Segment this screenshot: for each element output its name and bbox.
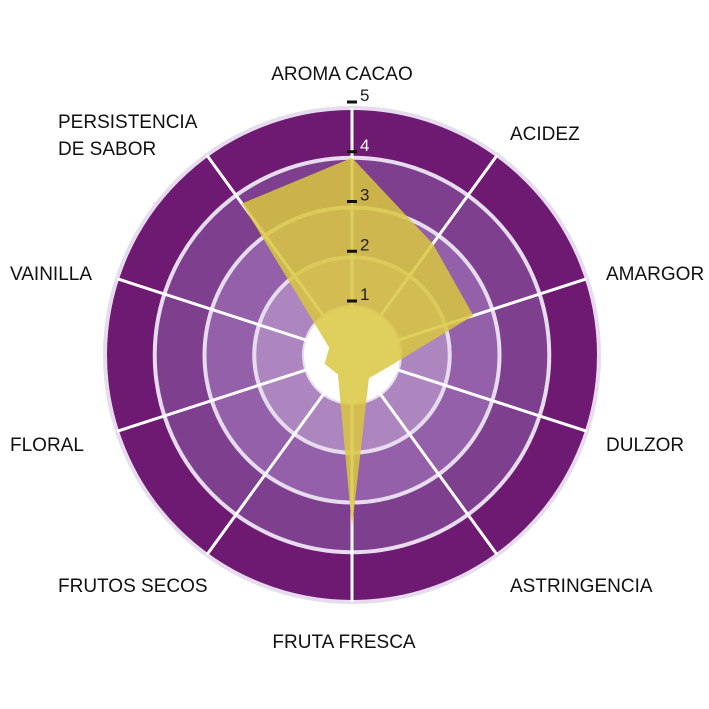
axis-label-line: FRUTA FRESCA	[272, 632, 416, 653]
axis-label: FLORAL	[10, 435, 84, 456]
axis-label-line: DE SABOR	[58, 139, 156, 160]
tick-label: 3	[360, 186, 369, 205]
axis-label: VAINILLA	[10, 264, 92, 285]
tick-label: 5	[360, 86, 369, 105]
radar-series	[241, 157, 474, 528]
radar-axis-labels: AROMA CACAO ACIDEZ AMARGOR DULZOR ASTRINGENC…	[10, 64, 704, 653]
radar-spoke	[351, 353, 588, 433]
radar-ticks: 1 2 3 4 5	[347, 86, 369, 304]
axis-label-line: ACIDEZ	[510, 124, 580, 145]
radar-spoke	[205, 354, 354, 556]
axis-label-line: FLORAL	[10, 435, 84, 456]
axis-label-line: AROMA CACAO	[271, 64, 412, 85]
radar-spoke	[116, 277, 353, 357]
axis-label: ASTRINGENCIA	[510, 576, 653, 597]
axis-label-line: ASTRINGENCIA	[510, 576, 653, 597]
axis-label-line: FRUTOS SECOS	[58, 576, 208, 597]
radar-spoke	[350, 354, 499, 556]
tick-mark	[347, 150, 357, 154]
axis-label: DULZOR	[606, 435, 684, 456]
axis-label: FRUTA FRESCA	[272, 632, 416, 653]
axis-label: AROMA CACAO	[271, 64, 412, 85]
axis-label: PERSISTENCIA DE SABOR	[58, 112, 198, 160]
axis-label-line: AMARGOR	[606, 264, 704, 285]
axis-label: AMARGOR	[606, 264, 704, 285]
tick-label: 1	[360, 285, 369, 304]
radar-spoke	[116, 353, 353, 433]
radar-series-area	[241, 157, 474, 528]
axis-label-line: VAINILLA	[10, 264, 92, 285]
tick-label: 4	[360, 136, 369, 155]
tick-mark	[347, 100, 357, 104]
axis-label: ACIDEZ	[510, 124, 580, 145]
axis-label-line: PERSISTENCIA	[58, 112, 198, 133]
tick-mark	[347, 200, 357, 203]
tick-mark	[347, 249, 357, 253]
axis-label-line: DULZOR	[606, 435, 684, 456]
tick-mark	[347, 299, 357, 303]
tick-label: 2	[360, 235, 369, 254]
axis-label: FRUTOS SECOS	[58, 576, 208, 597]
